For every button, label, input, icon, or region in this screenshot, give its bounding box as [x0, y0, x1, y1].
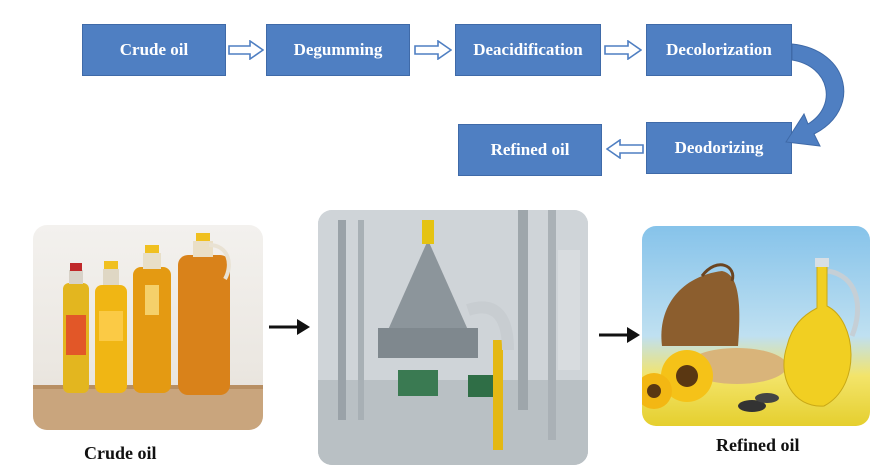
sunflower-oil-illustration — [642, 258, 861, 412]
flow-arrow-3-icon — [604, 40, 642, 60]
caption-crude-oil: Crude oil — [84, 443, 157, 463]
step-deacidification: Deacidification — [455, 24, 601, 76]
caption-refined-oil: Refined oil — [716, 435, 800, 455]
step-label: Refined oil — [490, 140, 570, 159]
right-arrow-1-icon — [269, 319, 310, 335]
flow-arrow-back-icon — [606, 139, 644, 159]
step-label: Decolorization — [666, 40, 772, 59]
crude-oil-image — [33, 225, 263, 430]
step-label: Crude oil — [119, 40, 189, 59]
refined-oil-image — [642, 226, 870, 426]
bottles-illustration — [33, 233, 263, 430]
step-label: Deacidification — [473, 40, 583, 59]
equipment-illustration — [318, 210, 588, 465]
right-arrow-2-icon — [599, 327, 640, 343]
step-deodorizing: Deodorizing — [646, 122, 792, 174]
curved-arrow-icon — [785, 43, 845, 147]
step-label: Deodorizing — [674, 138, 764, 157]
refinery-equipment-image — [318, 210, 588, 465]
step-degumming: Degumming — [266, 24, 410, 76]
flow-arrow-1-icon — [228, 40, 264, 60]
step-crude-oil: Crude oil — [82, 24, 226, 76]
flow-arrow-2-icon — [414, 40, 452, 60]
step-decolorization: Decolorization — [646, 24, 792, 76]
step-refined-oil: Refined oil — [458, 124, 602, 176]
step-label: Degumming — [293, 40, 383, 59]
